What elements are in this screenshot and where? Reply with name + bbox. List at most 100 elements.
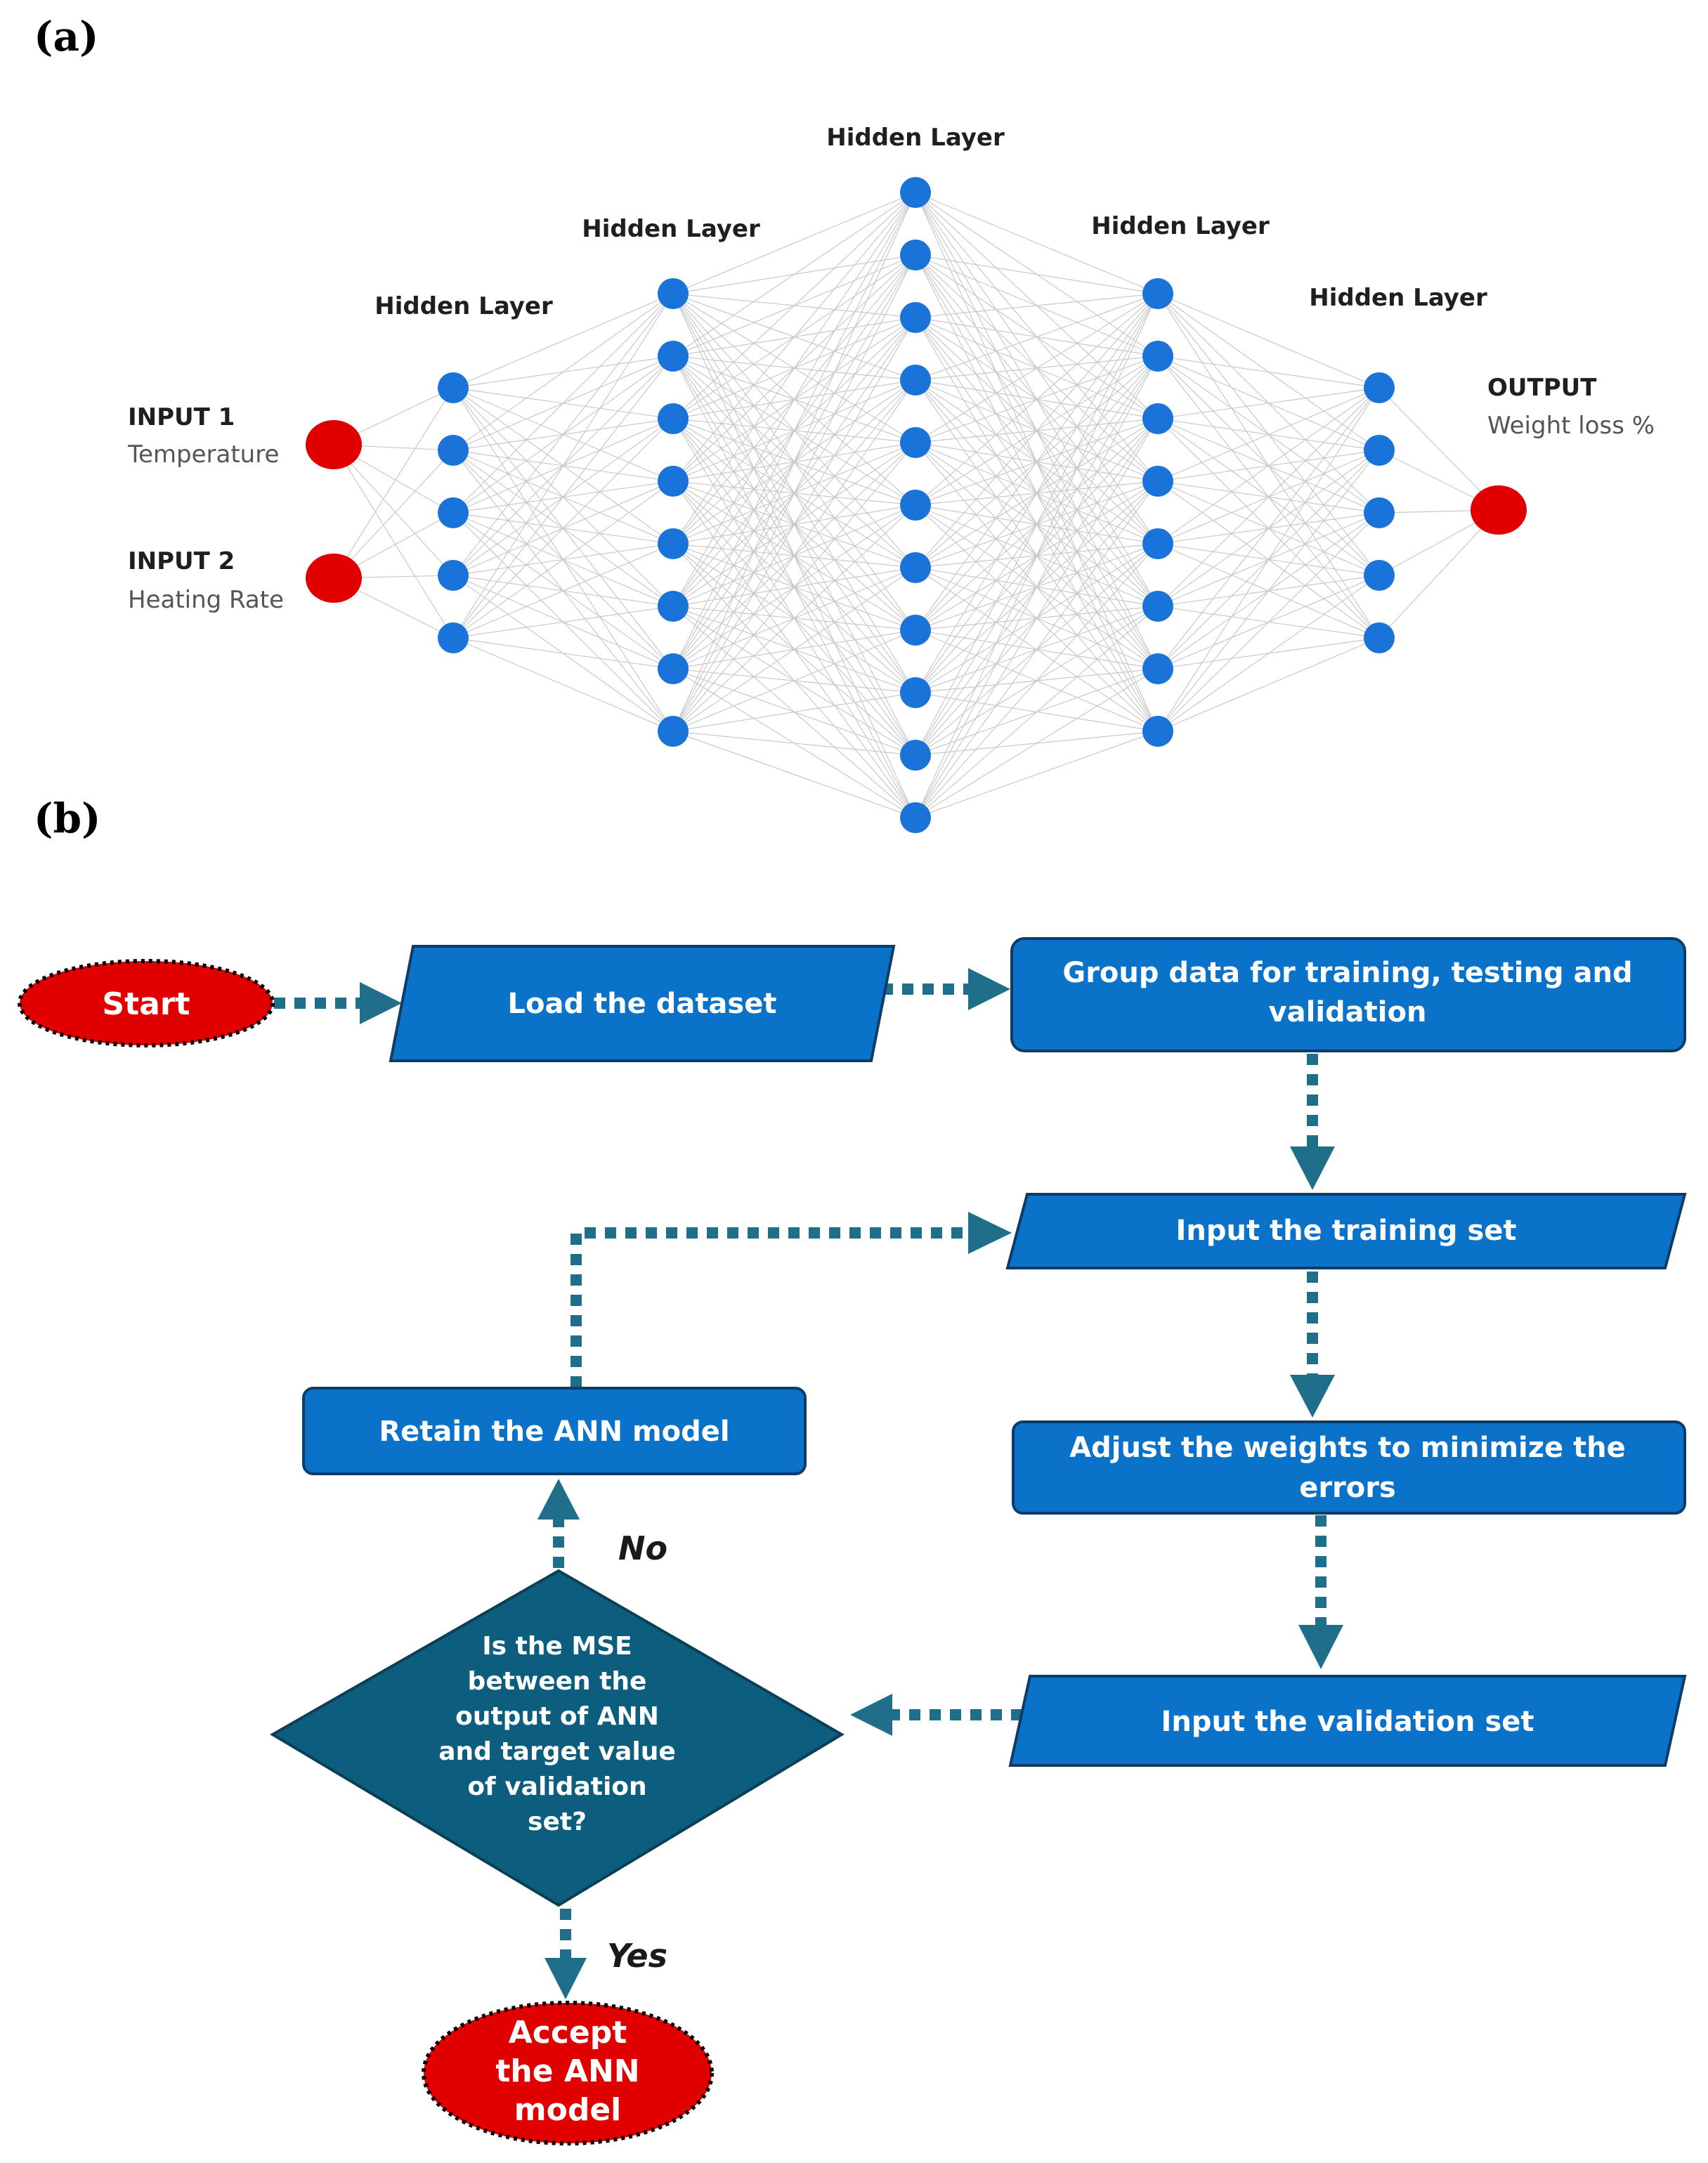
input-training-step: Input the training set — [1005, 1193, 1687, 1269]
hidden-layer-2-node-8 — [658, 716, 689, 747]
network-connection — [333, 450, 454, 579]
retain-model-box — [302, 1387, 807, 1475]
accept-label-line1: Accept — [509, 2015, 627, 2051]
adjust-weights-label-line1: Adjust the weights to minimize the — [1069, 1432, 1626, 1464]
hidden-layer-3-node-10 — [900, 740, 931, 771]
accept-oval — [422, 2001, 714, 2145]
start-oval — [18, 959, 275, 1047]
network-connection — [672, 254, 916, 732]
hidden-layer-1-node-4 — [438, 560, 469, 591]
network-connection — [452, 293, 674, 388]
hidden-layer-3-node-4 — [900, 365, 931, 396]
hidden-layer-1-node-5 — [438, 622, 469, 653]
arrowhead-adjust-to-validation — [1298, 1625, 1343, 1669]
start-label: Start — [102, 986, 190, 1022]
network-connection — [672, 567, 916, 732]
group-data-label-line1: Group data for training, testing and — [1062, 957, 1632, 989]
arrow-retain-to-training — [571, 1227, 968, 1387]
arrowhead-group-to-training — [1290, 1146, 1335, 1190]
hidden-layer-4-node-3 — [1142, 403, 1173, 434]
flow-arrows — [274, 968, 1343, 1999]
arrowhead-retain-to-training — [968, 1212, 1012, 1254]
network-connection — [452, 355, 674, 639]
input-validation-label: Input the validation set — [1161, 1706, 1534, 1738]
network-connection — [1157, 355, 1380, 388]
network-connection — [672, 192, 916, 482]
network-connection — [452, 606, 674, 639]
input-validation-box — [1008, 1675, 1687, 1767]
hidden-layer-4-node-7 — [1142, 653, 1173, 684]
hidden-layer-2-node-3 — [658, 403, 689, 434]
accept-terminal: Accept the ANN model — [422, 2001, 714, 2145]
output-title: OUTPUT — [1487, 374, 1597, 402]
arrowhead-load-to-group — [968, 968, 1010, 1010]
network-connection — [672, 504, 916, 732]
network-connection — [915, 293, 1159, 381]
hidden-layer-5-node-2 — [1364, 435, 1395, 466]
decision-label-line1: Is the MSE — [482, 1632, 632, 1661]
network-connection — [452, 543, 674, 639]
network-connection — [672, 192, 916, 544]
hidden-layer-3-node-3 — [900, 302, 931, 333]
group-data-label-line2: validation — [1269, 996, 1427, 1028]
network-connection — [915, 293, 1159, 506]
hidden-layer-1-node-3 — [438, 497, 469, 528]
decision-label-line5: of validation — [467, 1772, 646, 1801]
network-connection — [452, 637, 674, 732]
arrowhead-decision-to-accept — [545, 1958, 587, 1999]
hidden-layer-4-node-2 — [1142, 341, 1173, 372]
hidden-layer-2-node-7 — [658, 653, 689, 684]
network-connection — [1157, 293, 1380, 388]
output-subtitle: Weight loss % — [1487, 412, 1655, 440]
network-connection — [672, 379, 916, 732]
network-connection — [915, 293, 1159, 818]
network-connection — [672, 192, 916, 669]
hidden-layer-2-node-1 — [658, 278, 689, 309]
network-connection — [1157, 387, 1380, 669]
hidden-layer-1-node-2 — [438, 435, 469, 466]
input-training-label: Input the training set — [1176, 1215, 1517, 1247]
hidden-layer-4-title: Hidden Layer — [1091, 212, 1270, 240]
hidden-layer-3-node-8 — [900, 615, 931, 646]
hidden-layer-3-node-9 — [900, 677, 931, 708]
decision-label-line2: between the — [468, 1667, 647, 1696]
input-training-box — [1005, 1193, 1687, 1269]
network-connection — [915, 731, 1159, 818]
network-connection — [672, 442, 916, 732]
hidden-layer-3-title: Hidden Layer — [826, 124, 1005, 152]
network-connection — [915, 355, 1159, 818]
network-connection — [915, 293, 1159, 693]
hidden-layer-4-node-8 — [1142, 716, 1173, 747]
input-2-subtitle: Heating Rate — [128, 586, 284, 614]
panel-a-label: (a) — [34, 13, 98, 60]
arrowhead-start-to-load — [360, 982, 402, 1024]
network-connection — [1157, 512, 1380, 732]
network-connection — [452, 293, 674, 576]
panel-b-label: (b) — [34, 795, 100, 842]
hidden-layer-3-node-11 — [900, 802, 931, 833]
network-connection — [452, 293, 674, 514]
arrowhead-training-to-adjust — [1290, 1375, 1335, 1418]
network-connection — [915, 418, 1159, 818]
network-connection — [672, 692, 916, 732]
input-1-title: INPUT 1 — [128, 403, 235, 431]
hidden-layer-1-node-1 — [438, 372, 469, 403]
network-connection — [452, 293, 674, 639]
network-connection — [452, 481, 674, 639]
network-connection — [672, 629, 916, 732]
hidden-layer-5-node-5 — [1364, 622, 1395, 653]
network-connection — [1157, 637, 1380, 732]
network-connection — [1157, 387, 1380, 482]
network-connection — [915, 293, 1159, 756]
network-connection — [672, 317, 916, 732]
network-connection — [915, 293, 1159, 568]
network-connection — [1157, 387, 1380, 607]
hidden-layer-4-node-5 — [1142, 528, 1173, 559]
input-2-title: INPUT 2 — [128, 547, 235, 575]
input-node-2 — [306, 554, 362, 603]
output-node — [1471, 485, 1527, 535]
no-branch-label: No — [618, 1529, 667, 1567]
network-connection — [915, 543, 1159, 818]
hidden-layer-2-node-6 — [658, 591, 689, 622]
